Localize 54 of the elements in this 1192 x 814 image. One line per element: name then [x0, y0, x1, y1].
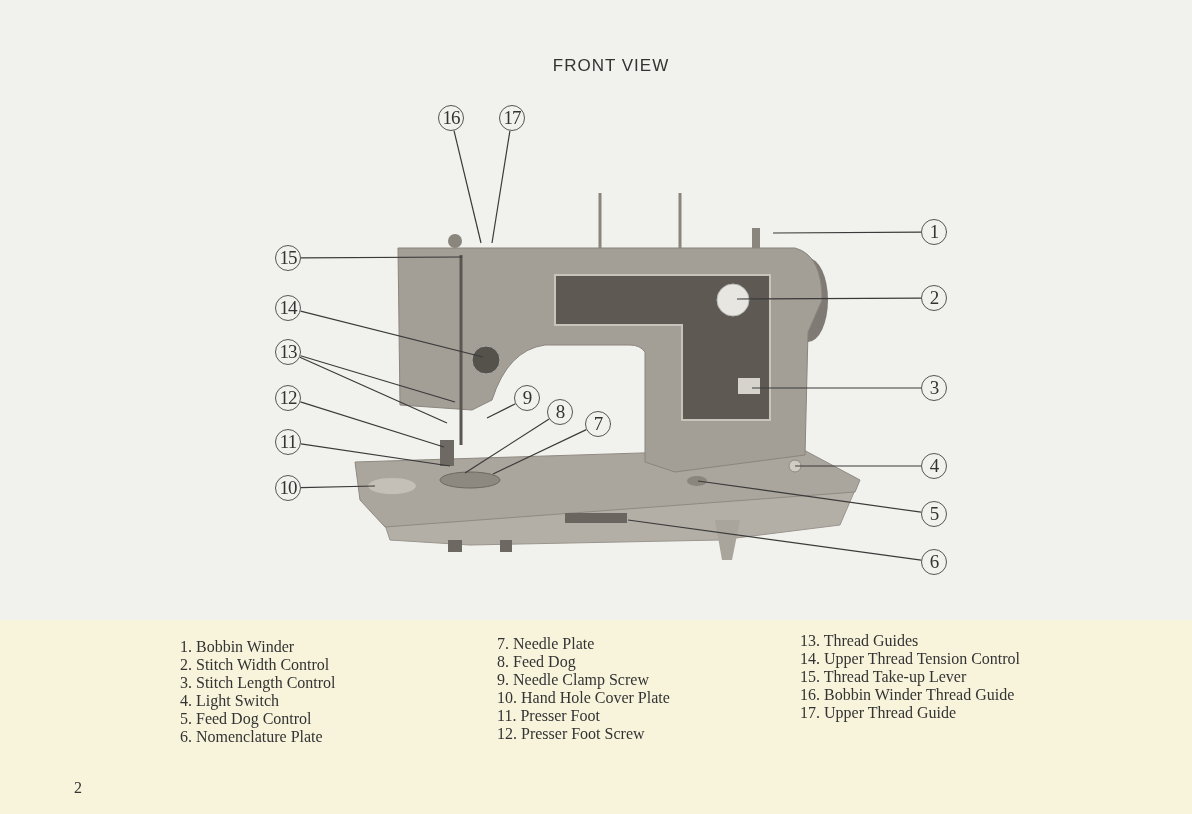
- part-list-item: 14. Upper Thread Tension Control: [800, 650, 1021, 668]
- callout-number: 1: [921, 219, 947, 245]
- part-list-item: 13. Thread Guides: [800, 632, 919, 650]
- leader-line: [453, 130, 482, 244]
- leader-line: [491, 130, 511, 244]
- part-list-item: 11. Presser Foot: [497, 707, 600, 725]
- leader-line: [627, 519, 922, 561]
- leader-line: [300, 485, 376, 489]
- callout-number: 17: [499, 105, 525, 131]
- callout-number: 12: [275, 385, 301, 411]
- leader-line: [300, 256, 463, 259]
- callout-number: 10: [275, 475, 301, 501]
- callout-number: 7: [585, 411, 611, 437]
- callout-number: 13: [275, 339, 301, 365]
- part-list-item: 16. Bobbin Winder Thread Guide: [800, 686, 1015, 704]
- part-list-item: 4. Light Switch: [180, 692, 280, 710]
- callout-number: 3: [921, 375, 947, 401]
- part-list-item: 10. Hand Hole Cover Plate: [497, 689, 670, 707]
- part-list-item: 8. Feed Dog: [497, 653, 576, 671]
- leader-line: [464, 418, 550, 474]
- callout-number: 9: [514, 385, 540, 411]
- title: FRONT VIEW: [551, 56, 671, 76]
- callout-number: 5: [921, 501, 947, 527]
- leader-line: [300, 310, 484, 358]
- leader-line: [299, 356, 448, 424]
- leader-line: [736, 297, 922, 300]
- part-list-item: 9. Needle Clamp Screw: [497, 671, 649, 689]
- callout-number: 16: [438, 105, 464, 131]
- callout-number: 2: [921, 285, 947, 311]
- part-list-item: 7. Needle Plate: [497, 635, 595, 653]
- leader-line: [751, 387, 922, 389]
- leader-line: [486, 403, 516, 419]
- callout-number: 15: [275, 245, 301, 271]
- leader-line: [794, 465, 922, 467]
- part-list-item: 5. Feed Dog Control: [180, 710, 312, 728]
- callout-number: 14: [275, 295, 301, 321]
- part-list-item: 17. Upper Thread Guide: [800, 704, 957, 722]
- leader-line: [772, 231, 922, 234]
- leader-line: [299, 355, 456, 403]
- part-list-item: 2. Stitch Width Control: [180, 656, 330, 674]
- leader-line: [300, 443, 451, 467]
- callout-number: 8: [547, 399, 573, 425]
- page-number: 2: [74, 779, 82, 797]
- callout-number: 4: [921, 453, 947, 479]
- part-list-item: 1. Bobbin Winder: [180, 638, 295, 656]
- part-list-item: 3. Stitch Length Control: [180, 674, 336, 692]
- callout-number: 11: [275, 429, 301, 455]
- part-list-item: 15. Thread Take-up Lever: [800, 668, 967, 686]
- part-list-item: 12. Presser Foot Screw: [497, 725, 645, 743]
- leader-line: [492, 429, 587, 475]
- leader-line: [299, 401, 445, 448]
- part-list-item: 6. Nomenclature Plate: [180, 728, 323, 746]
- callout-number: 6: [921, 549, 947, 575]
- leader-line: [697, 480, 922, 513]
